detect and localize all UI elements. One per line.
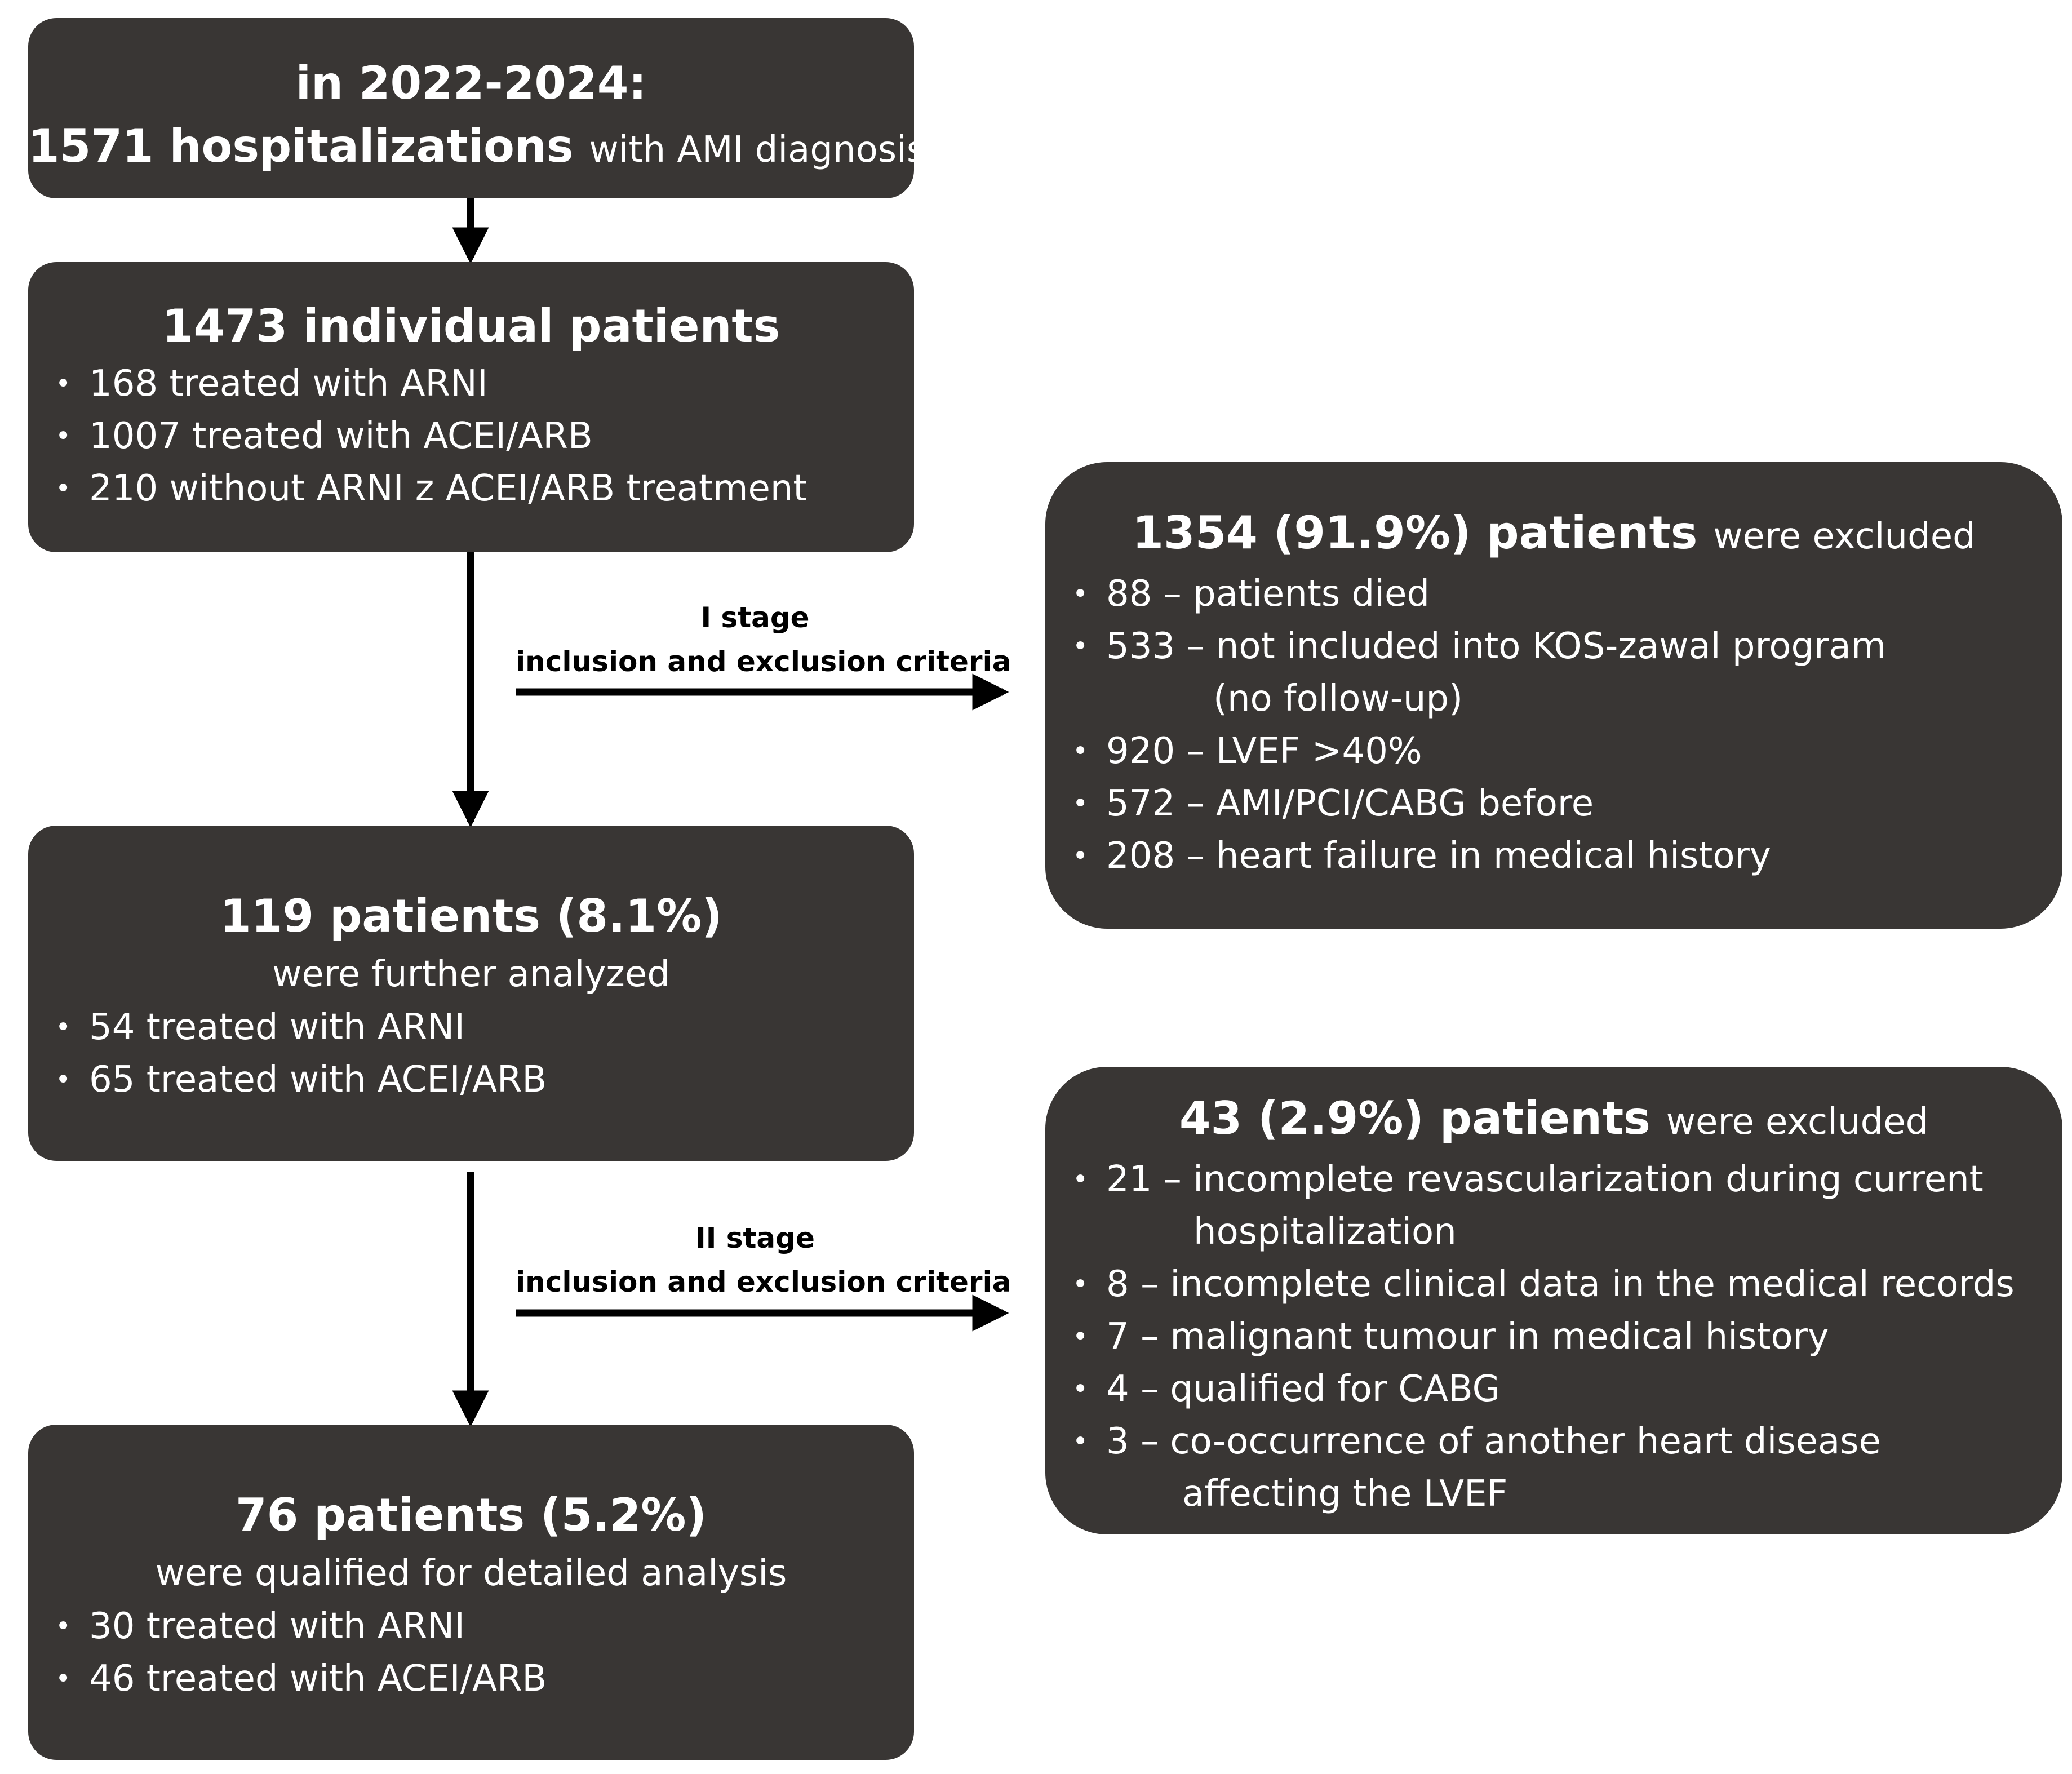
list-item: •572 – AMI/PCI/CABG before [1045,778,2062,830]
hospitalizations-count-bold: 1571 hospitalizations [28,120,574,172]
bullet-icon: • [55,1064,72,1096]
list-item: •65 treated with ACEI/ARB [28,1054,914,1106]
qualified-subtitle: were qualified for detailed analysis [155,1553,787,1594]
list-item: •1007 treated with ACEI/ARB [28,410,914,463]
bullet-icon: • [55,473,72,504]
list-item: •168 treated with ARNI [28,358,914,410]
list-item: •46 treated with ACEI/ARB [28,1653,914,1705]
qualified-title: 76 patients (5.2%) [235,1489,707,1541]
stage2-criteria: inclusion and exclusion criteria [516,1266,1011,1298]
further-analyzed-list: •54 treated with ARNI •65 treated with A… [28,1001,914,1106]
list-item: •210 without ARNI z ACEI/ARB treatment [28,463,914,515]
list-item: •920 – LVEF >40% [1045,725,2062,778]
stage1-label: I stage inclusion and exclusion criteria [516,596,1011,684]
individual-patients-title: 1473 individual patients [162,300,780,352]
hospitalizations-count-rest: with AMI diagnosis [589,129,926,171]
excluded-stage2-list: •21 – incomplete revascularization durin… [1045,1154,2062,1520]
bullet-icon: • [55,368,72,400]
excluded-stage2-title: 43 (2.9%) patients were excluded [1045,1087,2062,1154]
bullet-icon: • [1072,735,1089,767]
list-item: •21 – incomplete revascularization durin… [1045,1154,2062,1258]
stage1-title: I stage [700,601,810,634]
further-analyzed-box: 119 patients (8.1%) were further analyze… [28,826,914,1161]
bullet-icon: • [1072,1321,1089,1352]
stage2-label: II stage inclusion and exclusion criteri… [516,1216,1011,1304]
further-analyzed-title: 119 patients (8.1%) [220,890,722,942]
hospitalizations-box: in 2022-2024: 1571 hospitalizations with… [28,18,925,198]
qualified-box: 76 patients (5.2%) were qualified for de… [28,1425,914,1760]
bullet-icon: • [1072,1269,1089,1300]
list-item: •3 – co-occurrence of another heart dise… [1045,1416,2062,1520]
list-item: •208 – heart failure in medical history [1045,830,2062,882]
excluded-stage1-label: were excluded [1713,516,1976,557]
list-item: •533 – not included into KOS-zawal progr… [1045,620,2062,725]
bullet-icon: • [1072,1164,1089,1195]
bullet-icon: • [1072,1373,1089,1405]
bullet-icon: • [55,1012,72,1043]
excluded-stage2-count: 43 (2.9%) patients [1179,1092,1650,1145]
excluded-stage2-label: were excluded [1666,1101,1929,1143]
excluded-stage2-box: 43 (2.9%) patients were excluded •21 – i… [1045,1067,2062,1534]
bullet-icon: • [55,1611,72,1642]
bullet-icon: • [1072,788,1089,819]
list-item: •30 treated with ARNI [28,1600,914,1653]
stage2-title: II stage [695,1222,815,1254]
excluded-stage1-title: 1354 (91.9%) patients were excluded [1045,502,2062,568]
qualified-list: •30 treated with ARNI •46 treated with A… [28,1600,914,1705]
list-item: •88 – patients died [1045,568,2062,620]
bullet-icon: • [55,420,72,452]
excluded-stage1-list: •88 – patients died •533 – not included … [1045,568,2062,882]
hospitalizations-count: 1571 hospitalizations with AMI diagnosis [28,115,925,181]
individual-patients-list: •168 treated with ARNI •1007 treated wit… [28,358,914,515]
individual-patients-box: 1473 individual patients •168 treated wi… [28,262,914,552]
list-item: •4 – qualified for CABG [1045,1363,2062,1416]
list-item: •8 – incomplete clinical data in the med… [1045,1258,2062,1311]
bullet-icon: • [1072,631,1089,662]
bullet-icon: • [1072,840,1089,872]
bullet-icon: • [1072,578,1089,610]
further-analyzed-subtitle: were further analyzed [272,953,670,995]
list-item: •7 – malignant tumour in medical history [1045,1311,2062,1363]
period-label: in 2022-2024: [295,57,647,109]
bullet-icon: • [1072,1426,1089,1457]
list-item: •54 treated with ARNI [28,1001,914,1054]
excluded-stage1-box: 1354 (91.9%) patients were excluded •88 … [1045,462,2062,929]
stage1-criteria: inclusion and exclusion criteria [516,645,1011,678]
excluded-stage1-count: 1354 (91.9%) patients [1132,507,1698,559]
bullet-icon: • [55,1663,72,1695]
